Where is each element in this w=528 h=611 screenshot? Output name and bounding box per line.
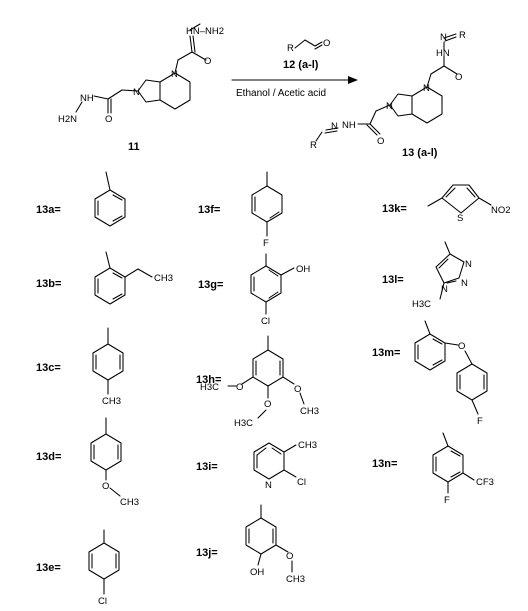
atom-13c-ch3: CH3 [102,396,121,407]
structure-13j: O CH3 OH [245,504,305,585]
substituent-label-13a: 13a= [36,204,61,216]
reagent-o: O [323,38,330,49]
structure-13h: H3C O O O CH3 H3C [200,335,319,429]
product-13: N N R N HN O O NH N R 13 (a-l) [310,30,466,159]
structure-13e: Cl [88,529,120,607]
reagent-r: R [287,43,294,54]
compound-11-atom-nh: NH [80,93,94,104]
atom-13j-o: O [286,551,293,562]
compound-11-atom-nh-nh2: HN–NH2 [186,26,224,37]
substituent-label-13c: 13c= [36,362,61,374]
atom-13l-n-3: N [441,284,448,295]
substituent-label-13l: 13l= [382,274,404,286]
atom-13k-s: S [457,213,463,224]
atom-13d-o: O [102,481,109,492]
structure-13i: CH3 N Cl [253,440,317,491]
atom-13h-o-3: O [294,384,301,395]
product-atom-n-left: N [331,121,338,132]
structure-13c: CH3 [92,327,124,407]
atom-13f-f: F [263,238,269,249]
product-atom-r-left: R [310,140,317,151]
structure-13m: O F [414,320,488,427]
product-atom-n-pip: N [423,83,430,94]
atom-13j-ch3: CH3 [286,574,305,585]
atom-13n-cf3: CF3 [476,477,494,488]
arrow-head-icon [348,76,358,84]
atom-13j-oh: OH [250,567,264,578]
atom-13b-ch3: CH3 [154,273,173,284]
substituent-label-13h: 13h= [196,374,221,386]
product-atom-o-top: O [455,72,462,83]
atom-13h-h3c-1: H3C [200,382,219,393]
substituent-label-13m: 13m= [372,347,400,359]
structure-13d: O CH3 [90,417,139,508]
compound-11-atom-h2n: H2N [58,114,77,125]
product-atom-r-top: R [459,30,466,41]
atom-13g-oh: OH [296,264,310,275]
product-atom-o-left: O [377,136,384,147]
substituent-label-13f: 13f= [198,204,220,216]
structure-13a [94,171,126,227]
product-atom-hn-top: HN [436,48,450,59]
atom-13i-cl: Cl [297,477,306,488]
atom-13g-cl: Cl [261,316,270,327]
substituent-label-13g: 13g= [198,279,223,291]
product-atom-n-top: N [440,32,447,43]
compound-11-atom-o-left: O [105,114,112,125]
starting-compound-11: N N HN–NH2 O NH H2N O 11 [58,23,224,153]
atom-13m-o: O [458,341,465,352]
substituent-label-13n: 13n= [372,458,397,470]
structure-13f: F [251,171,283,249]
substituent-label-13d: 13d= [36,451,61,463]
atom-13h-o-1: O [236,382,243,393]
product-atom-n-ring: N [386,101,393,112]
atom-13i-ch3: CH3 [298,440,317,451]
atom-13i-n: N [265,480,272,491]
atom-13h-o-2: O [264,399,271,410]
atom-13h-ch3: CH3 [300,406,319,417]
reaction-arrow-group: R O 12 (a-l) Ethanol / Acetic acid [231,38,358,99]
structure-13b: CH3 [94,251,173,305]
compound-11-atom-n-pip: N [171,69,178,80]
atom-13k-no2: NO2 [491,205,511,216]
atom-13m-f: F [477,416,483,427]
compound-11-number: 11 [128,141,140,153]
product-number: 13 (a-l) [402,147,438,159]
atom-13h-h3c-2: H3C [234,418,253,429]
atom-13d-ch3: CH3 [120,497,139,508]
compound-11-atom-o-top: O [204,56,211,67]
substituent-label-13k: 13k= [382,203,407,215]
atom-13e-cl: Cl [98,596,107,607]
structure-13k: S NO2 [427,184,511,224]
structure-13l: N N N H3C [412,241,472,310]
substituent-label-13b: 13b= [36,278,61,290]
product-atom-nh-left: NH [342,120,356,131]
substituent-label-13j: 13j= [196,547,218,559]
atom-13n-f: F [444,495,450,506]
structure-13n: CF3 F [432,432,494,506]
reagent-label: 12 (a-l) [283,59,319,71]
substituent-labels: 13a= 13b= 13c= 13d= 13e= 13f= 13g= 13h= … [36,203,407,574]
atom-13l-h3c: H3C [412,299,431,310]
substituent-label-13i: 13i= [196,461,218,473]
structure-13g: OH Cl [250,253,310,327]
reaction-conditions: Ethanol / Acetic acid [236,88,326,99]
substituent-label-13e: 13e= [36,562,61,574]
compound-11-atom-n-ring: N [133,87,140,98]
atom-13l-n-1: N [465,259,472,270]
atom-13l-n-2: N [461,278,468,289]
